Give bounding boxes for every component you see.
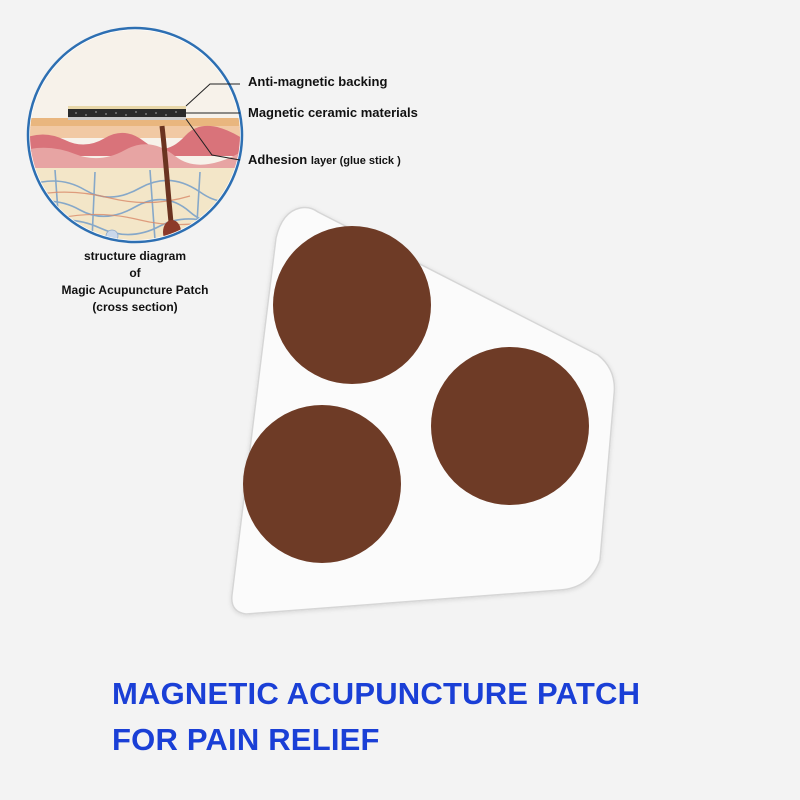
diagram-caption: structure diagram of Magic Acupuncture P…: [30, 248, 240, 316]
caption-line-3: Magic Acupuncture Patch: [61, 283, 209, 297]
label-adhesion-main: Adhesion: [248, 152, 308, 167]
cross-section-diagram: [26, 26, 244, 244]
magnet-dot-left: [243, 405, 401, 563]
label-anti-magnetic-backing: Anti-magnetic backing: [248, 74, 388, 89]
headline-line-2: FOR PAIN RELIEF: [112, 722, 380, 757]
headline-line-1: MAGNETIC ACUPUNCTURE PATCH: [112, 676, 641, 711]
caption-line-4: (cross section): [92, 300, 178, 314]
leader-lines: [185, 83, 241, 161]
magnet-dot-right: [431, 347, 589, 505]
caption-line-2: of: [129, 266, 141, 280]
label-magnetic-ceramic: Magnetic ceramic materials: [248, 105, 418, 120]
label-adhesion: Adhesion layer (glue stick ): [248, 152, 401, 167]
label-adhesion-detail: layer (glue stick ): [310, 155, 401, 167]
magnet-dot-top: [273, 226, 431, 384]
caption-line-1: structure diagram: [83, 249, 187, 263]
